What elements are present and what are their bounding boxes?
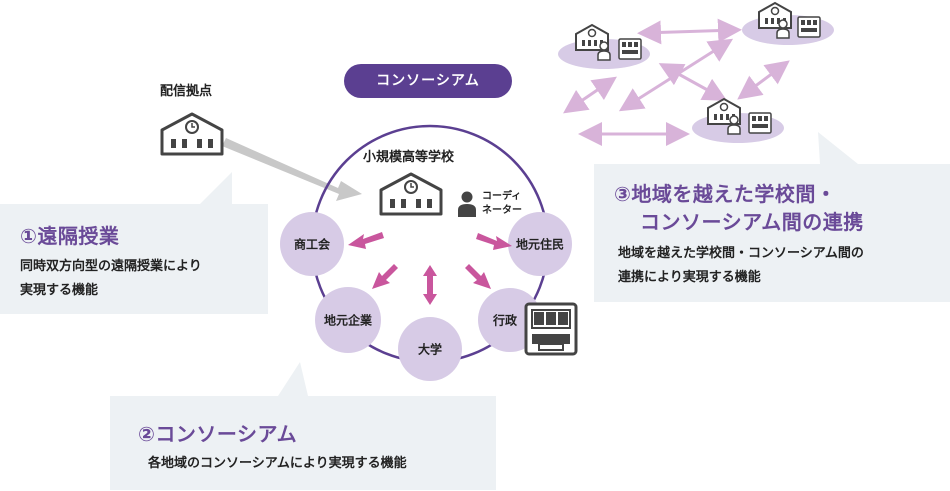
callout-remote-body: 同時双方向型の遠隔授業により 実現する機能 — [20, 255, 202, 303]
node-residents — [508, 212, 572, 276]
callout-inter-regional-body: 地域を越えた学校間・コンソーシアム間の 連携により実現する機能 — [618, 242, 864, 290]
node-university — [398, 317, 462, 381]
callout-remote-bg — [0, 172, 268, 314]
coordinator-label-line2: ネーター — [482, 205, 522, 216]
callout-inter-regional-title2: コンソーシアム間の連携 — [640, 210, 864, 234]
person-icon — [776, 19, 790, 39]
coordinator-label: コーディ ネーター — [482, 190, 522, 218]
delivery-base-label: 配信拠点 — [160, 84, 213, 99]
school-icon — [160, 112, 224, 156]
callout-inter-regional-bg — [594, 132, 950, 302]
callout-consortium-title: ②コンソーシアム — [138, 422, 298, 446]
callout-inter-regional-line2: 連携により実現する機能 — [618, 270, 761, 285]
callout-inter-regional-line1: 地域を越えた学校間・コンソーシアム間の — [618, 246, 864, 261]
node-label-companies: 地元企業 — [323, 313, 373, 328]
person-icon — [597, 41, 611, 61]
coordinator-label-line1: コーディ — [482, 191, 522, 202]
region-group-3 — [707, 97, 772, 135]
callout-remote-line1: 同時双方向型の遠隔授業により — [20, 259, 202, 274]
node-label-commerce: 商工会 — [293, 237, 331, 252]
node-commerce — [280, 212, 344, 276]
node-label-government: 行政 — [492, 313, 518, 328]
inter-regional-arrows — [563, 18, 790, 146]
node-companies — [315, 287, 381, 353]
government-building-icon — [797, 16, 821, 38]
callout-consortium-line1: 各地域のコンソーシアムにより実現する機能 — [148, 456, 407, 471]
node-label-university: 大学 — [417, 342, 443, 357]
callout-consortium-bg — [110, 362, 496, 490]
region-group-2 — [758, 1, 821, 39]
remote-class-arrow — [222, 138, 362, 201]
government-building-icon — [524, 302, 578, 356]
consortium-arrows — [348, 232, 512, 305]
person-icon — [458, 191, 476, 217]
school-icon — [379, 172, 443, 216]
node-label-residents: 地元住民 — [515, 237, 565, 252]
government-building-icon — [748, 112, 772, 134]
callout-remote-line2: 実現する機能 — [20, 283, 99, 298]
person-icon — [727, 115, 741, 135]
small-high-school-label: 小規模高等学校 — [363, 150, 455, 165]
government-building-icon — [618, 38, 642, 60]
region-group-1 — [575, 23, 642, 61]
callout-inter-regional-title1: ③地域を越えた学校間・ — [614, 182, 837, 206]
callout-remote-title: ①遠隔授業 — [20, 224, 120, 248]
consortium-badge: コンソーシアム — [344, 64, 512, 98]
